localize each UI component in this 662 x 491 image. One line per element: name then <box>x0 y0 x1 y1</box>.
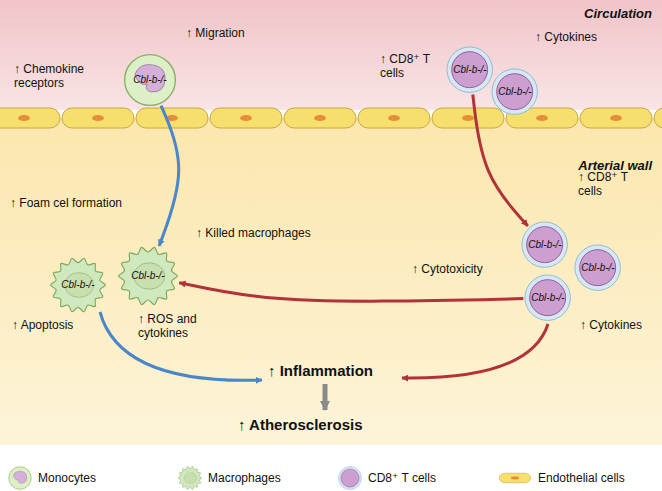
legend-item: Monocytes <box>8 466 96 490</box>
cell-label: Cbl-b-/- <box>61 280 94 290</box>
legend-text: Macrophages <box>208 471 281 485</box>
legend-text: Endothelial cells <box>538 471 625 485</box>
cell-nucleus <box>511 477 519 480</box>
effect-label: ↑ Killed macrophages <box>196 226 311 240</box>
cell-label: Cbl-b-/- <box>453 65 486 75</box>
legend-icon <box>498 466 532 490</box>
cell-membrane <box>119 247 178 304</box>
cell-nucleus <box>462 115 474 121</box>
cell-nucleus <box>530 280 566 316</box>
cell-flow-arrow <box>179 283 523 301</box>
flow-arrow <box>402 324 548 378</box>
cell-membrane <box>575 245 620 290</box>
endothelial-cell <box>0 108 60 128</box>
cell-node: Cbl-b-/- <box>446 46 493 93</box>
endothelial-cell <box>210 108 282 128</box>
endothelium <box>0 108 662 128</box>
effect-label: ↑ CD8⁺ T cells <box>578 170 640 199</box>
flow-arrow <box>100 312 262 380</box>
cell-node: Cbl-b-/- <box>491 68 538 115</box>
cell-membrane <box>178 467 202 490</box>
cell-nucleus <box>527 227 563 263</box>
outcome-label: ↑ Inflammation <box>268 362 373 380</box>
region-band: Arterial wallCbl-b-/-Cbl-b-/-Cbl-b-/-Cbl… <box>0 128 662 445</box>
effect-label: ↑ Chemokine receptors <box>14 62 106 91</box>
effect-label: ↑ Apoptosis <box>12 318 73 332</box>
cell-nucleus <box>497 74 533 110</box>
cell-nucleus <box>341 469 359 487</box>
cell-membrane <box>522 222 567 267</box>
cell-membrane <box>492 69 537 114</box>
result-arrow <box>323 384 328 410</box>
cell-node: Cbl-b-/- <box>50 257 106 313</box>
cell-node: Cbl-b-/- <box>521 221 568 268</box>
legend-icon <box>338 466 362 490</box>
endothelial-cell <box>284 108 356 128</box>
endothelial-cell <box>358 108 430 128</box>
cell-nucleus <box>18 115 30 121</box>
cell-flow-arrow <box>159 106 179 246</box>
cell-membrane <box>51 258 106 312</box>
endothelial-cell <box>62 108 134 128</box>
cell-membrane <box>9 467 32 490</box>
cell-label: Cbl-b-/- <box>498 87 531 97</box>
effect-label: ↑ Migration <box>186 26 245 40</box>
outcome-label: ↑ Atherosclerosis <box>238 416 363 434</box>
cell-nucleus <box>452 52 488 88</box>
endothelial-cell <box>580 108 652 128</box>
cell-nucleus <box>314 115 326 121</box>
effect-label: ↑ Cytotoxicity <box>412 262 483 276</box>
region-title: Circulation <box>584 6 652 21</box>
cell-membrane <box>338 466 361 489</box>
legend-text: CD8⁺ T cells <box>368 471 436 485</box>
cell-nucleus <box>240 115 252 121</box>
cell-nucleus <box>536 115 548 121</box>
cell-label: Cbl-b-/- <box>528 240 561 250</box>
endothelial-cell <box>136 108 208 128</box>
cell-label: Cbl-b-/- <box>133 75 166 85</box>
cell-nucleus <box>610 115 622 121</box>
cell-label: Cbl-b-/- <box>531 293 564 303</box>
circulation-ground <box>0 0 662 110</box>
cell-nucleus <box>184 473 196 484</box>
legend-item: CD8⁺ T cells <box>338 466 436 490</box>
cell-nucleus <box>580 250 616 286</box>
effect-label: ↑ Foam cel formation <box>10 196 122 210</box>
effect-label: ↑ Cytokines <box>535 30 597 44</box>
cell-membrane <box>447 47 492 92</box>
effect-label: ↑ Cytokines <box>580 318 642 332</box>
cell-node: Cbl-b-/- <box>524 274 571 321</box>
cell-label: Cbl-b-/- <box>131 271 164 281</box>
cell-nucleus <box>92 115 104 121</box>
cell-nucleus <box>388 115 400 121</box>
endothelial-cell <box>654 108 662 128</box>
legend-item: Endothelial cells <box>498 466 625 490</box>
region-band: CirculationCbl-b-/- Cbl-b-/- Cbl-b-/- <box>0 0 662 110</box>
cell-membrane <box>125 55 176 106</box>
wall-ground <box>0 118 662 445</box>
endothelial-cell <box>432 108 504 128</box>
legend-icon <box>8 466 32 490</box>
legend-item: Macrophages <box>178 466 281 490</box>
legend-text: Monocytes <box>38 471 96 485</box>
cell-node: Cbl-b-/- <box>118 246 178 306</box>
cell-membrane <box>525 275 570 320</box>
cell-node: Cbl-b-/- <box>574 244 621 291</box>
legend-icon <box>178 466 202 490</box>
effect-label: ↑ ROS and cytokines <box>138 312 226 341</box>
cell-nucleus <box>13 471 26 483</box>
cell-node: Cbl-b-/- <box>123 53 177 107</box>
cell-label: Cbl-b-/- <box>581 263 614 273</box>
effect-label: ↑ CD8⁺ T cells <box>380 52 442 81</box>
endothelial-cell <box>499 473 530 483</box>
